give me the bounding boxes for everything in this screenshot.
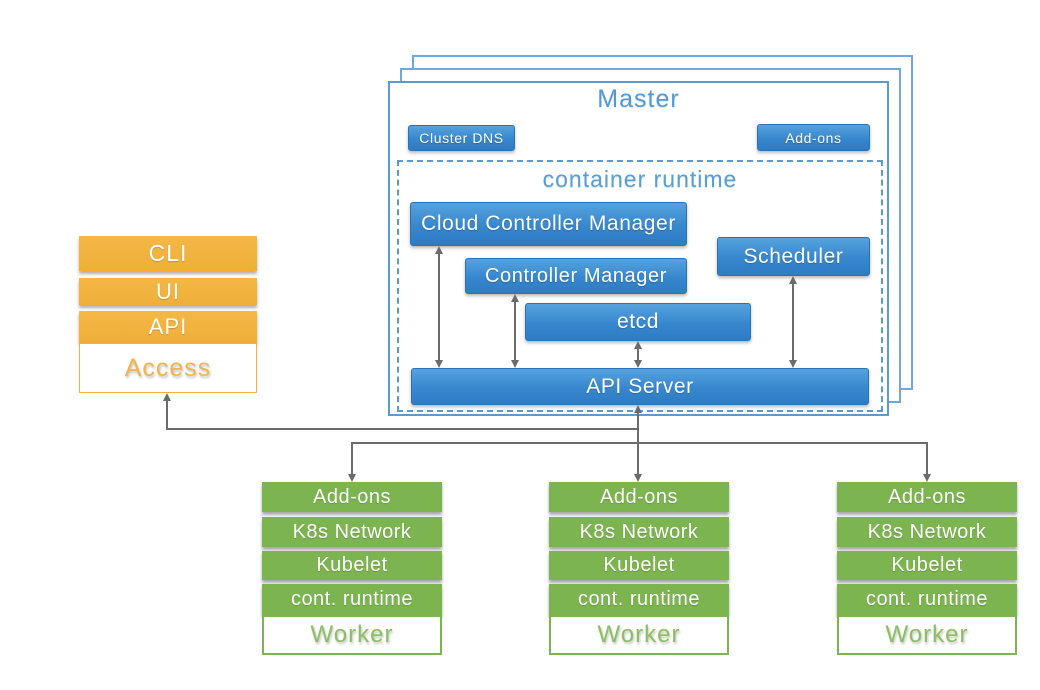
worker1-addons-row: Add-ons (262, 482, 442, 512)
worker3-label: Worker (837, 615, 1017, 655)
worker-node-1: Add-ons K8s Network Kubelet cont. runtim… (262, 482, 442, 655)
master-title: Master (597, 84, 680, 113)
worker1-cont-runtime-row: cont. runtime (262, 584, 442, 615)
connector-worker3-drop-icon (923, 444, 931, 482)
cluster-dns-box: Cluster DNS (408, 125, 515, 151)
worker3-kubelet-row: Kubelet (837, 551, 1017, 580)
worker2-label: Worker (549, 615, 729, 655)
worker-node-3: Add-ons K8s Network Kubelet cont. runtim… (837, 482, 1017, 655)
etcd-box: etcd (525, 303, 751, 341)
master-addons-box: Add-ons (757, 124, 870, 151)
scheduler-box: Scheduler (717, 237, 870, 276)
api-server-box: API Server (411, 368, 869, 405)
cli-box: CLI (79, 236, 257, 271)
access-box: Access (79, 343, 257, 393)
worker2-kubelet-row: Kubelet (549, 551, 729, 580)
worker3-addons-row: Add-ons (837, 482, 1017, 512)
connector-apiserver-access-horizontal (166, 428, 639, 430)
arrow-ccm-apiserver-icon (435, 246, 443, 368)
ui-box: UI (79, 278, 257, 305)
worker2-k8s-network-row: K8s Network (549, 517, 729, 547)
container-runtime-label: container runtime (542, 165, 738, 192)
worker3-k8s-network-row: K8s Network (837, 517, 1017, 547)
worker2-addons-row: Add-ons (549, 482, 729, 512)
worker1-k8s-network-row: K8s Network (262, 517, 442, 547)
worker1-kubelet-row: Kubelet (262, 551, 442, 580)
worker-node-2: Add-ons K8s Network Kubelet cont. runtim… (549, 482, 729, 655)
controller-manager-box: Controller Manager (465, 258, 687, 294)
connector-apiserver-access-vertical-icon (163, 393, 171, 429)
api-box: API (79, 311, 257, 343)
connector-worker1-drop-icon (348, 444, 356, 482)
worker1-label: Worker (262, 615, 442, 655)
cloud-controller-manager-box: Cloud Controller Manager (410, 202, 687, 246)
connector-workers-horizontal (351, 442, 928, 444)
arrow-cm-apiserver-icon (511, 294, 519, 368)
worker3-cont-runtime-row: cont. runtime (837, 584, 1017, 615)
arrow-scheduler-apiserver-icon (789, 276, 797, 368)
worker2-cont-runtime-row: cont. runtime (549, 584, 729, 615)
arrow-etcd-apiserver-icon (634, 341, 642, 368)
